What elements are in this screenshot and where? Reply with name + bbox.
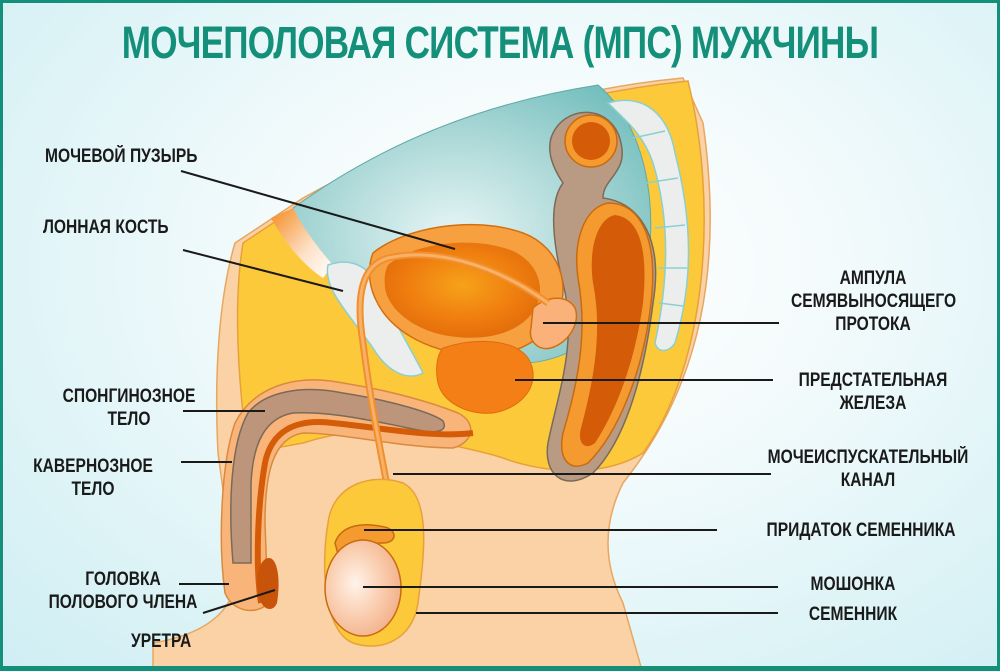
penis — [220, 379, 474, 612]
label-cavernous-body: КАВЕРНОЗНОЕ ТЕЛО — [33, 456, 153, 500]
label-pubic-bone: ЛОННАЯ КОСТЬ — [43, 217, 169, 238]
label-urethra: УРЕТРА — [131, 631, 192, 652]
label-epididymis: ПРИДАТОК СЕМЕННИКА — [766, 520, 956, 541]
label-scrotum: МОШОНКА — [810, 574, 896, 595]
anatomy-illustration — [152, 77, 779, 666]
label-urethral-canal: МОЧЕИСПУСКАТЕЛЬНЫЙ КАНАЛ — [767, 447, 969, 491]
label-testicle: СЕМЕННИК — [808, 604, 898, 625]
label-prostate: ПРЕДСТАТЕЛЬНАЯ ЖЕЛЕЗА — [798, 370, 948, 414]
label-ampulla: АМПУЛА СЕМЯВЫНОСЯЩЕГО ПРОТОКА — [791, 268, 957, 335]
spine — [606, 99, 690, 352]
leader-lines — [179, 170, 779, 614]
diagram-title: МОЧЕПОЛОВАЯ СИСТЕМА (МПС) МУЖЧИНЫ — [121, 17, 879, 68]
prostate — [436, 340, 534, 414]
label-spongy-body: СПОНГИНОЗНОЕ ТЕЛО — [62, 386, 196, 430]
label-glans: ГОЛОВКА ПОЛОВОГО ЧЛЕНА — [48, 569, 198, 613]
label-bladder: МОЧЕВОЙ ПУЗЫРЬ — [45, 146, 198, 167]
rectum — [546, 111, 657, 482]
